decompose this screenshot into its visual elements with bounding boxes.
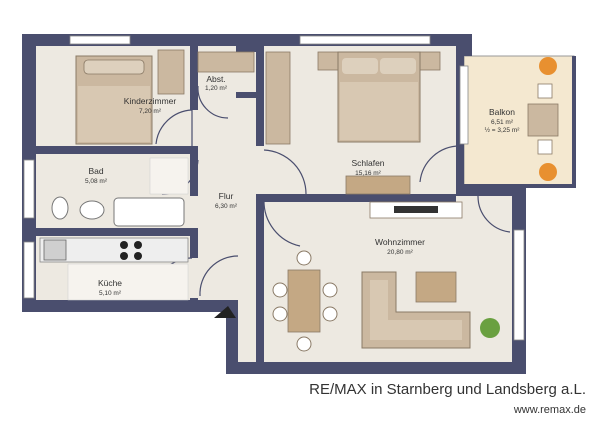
toilet-icon — [51, 196, 69, 220]
coffee-table — [415, 271, 457, 303]
schlafen-nightstand-left — [317, 51, 339, 71]
abst-shelf — [197, 51, 255, 73]
room-area: 15,16 m² — [355, 170, 381, 177]
room-name: Schlafen — [351, 158, 384, 168]
inner-walls — [36, 46, 456, 370]
room-area: 7,20 m² — [139, 108, 162, 115]
room-area: 5,08 m² — [85, 178, 108, 185]
cutout-top-right — [470, 0, 530, 56]
plant-icon — [539, 57, 557, 181]
schlafen-wardrobe — [265, 51, 291, 145]
balcony — [462, 55, 576, 188]
entrance-arrow-icon — [214, 306, 236, 318]
room-name: Flur — [219, 191, 234, 201]
room-name: Balkon — [489, 107, 515, 117]
schlafen-nightstand-right — [419, 51, 441, 71]
cutout-bottom-left — [0, 308, 238, 424]
schlafen-dresser — [345, 175, 411, 195]
agency-website[interactable]: www.remax.de — [513, 404, 586, 416]
dining-table — [272, 250, 338, 352]
room-name: Abst. — [206, 74, 225, 84]
room-area: 5,10 m² — [99, 290, 122, 297]
room-area: 1,20 m² — [205, 85, 228, 92]
kinderzimmer-desk — [157, 49, 185, 95]
bathtub-icon — [113, 197, 185, 227]
balkon-table-chairs — [527, 83, 559, 155]
sink-icon — [43, 239, 67, 261]
room-area: 20,80 m² — [387, 249, 413, 256]
plant-icon — [480, 318, 500, 338]
stove-icon — [120, 241, 142, 260]
agency-name: RE/MAX in Starnberg und Landsberg a.L. — [309, 381, 586, 398]
room-name: Küche — [98, 278, 122, 288]
kinderzimmer-bed — [75, 55, 153, 145]
tv-icon — [394, 206, 438, 213]
schlafen-double-bed — [337, 51, 421, 143]
room-name: Bad — [88, 166, 103, 176]
room-name: Wohnzimmer — [375, 237, 425, 247]
room-name: Kinderzimmer — [124, 96, 177, 106]
room-area: 6,30 m² — [215, 203, 238, 210]
room-area-half: ½ = 3,25 m² — [485, 126, 521, 134]
sofa — [361, 271, 471, 349]
windows — [23, 35, 525, 341]
washbasin-icon — [79, 200, 105, 220]
kitchen-floor-tiles — [67, 263, 189, 301]
room-area: 6,51 m² — [491, 119, 514, 126]
bad-tiles — [149, 157, 189, 195]
